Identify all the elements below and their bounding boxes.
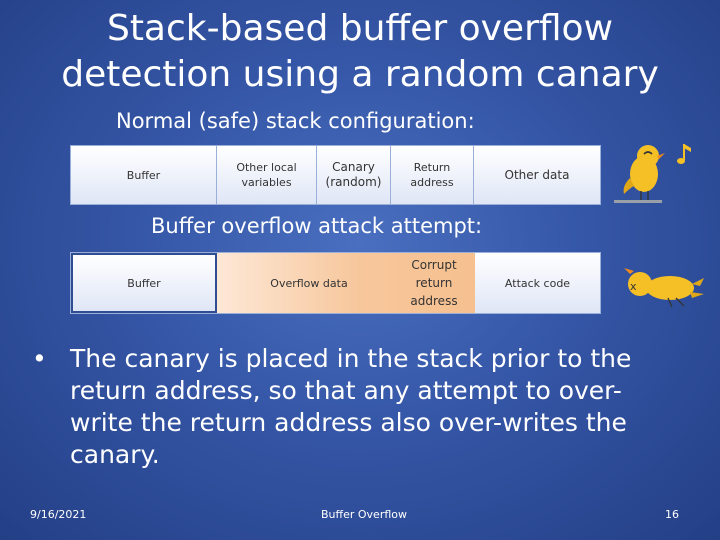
footer-page-number: 16 [665,508,679,521]
slide-title: Stack-based buffer overflow detection us… [0,6,720,98]
title-line-1: Stack-based buffer overflow [106,8,614,49]
attack-cell-overflow: Overflow data Corrupt return address [217,253,475,313]
safe-config-heading: Normal (safe) stack configuration: [116,109,475,133]
dead-canary-icon [624,268,704,308]
overflow-data-label: Overflow data [270,276,348,290]
attack-heading: Buffer overflow attack attempt: [151,214,483,238]
footer-date: 9/16/2021 [30,508,87,521]
title-line-2: detection using a random canary [61,54,659,95]
safe-cell-local-vars: Other local variables [217,146,317,204]
attack-cell-attack-code: Attack code [475,253,600,313]
canary-bird-icon [614,144,691,203]
music-note-icon [677,144,691,164]
bullet-dot-icon: • [32,344,47,373]
safe-cell-canary: Canary (random) [317,146,391,204]
attack-stack-row: Buffer Overflow data Corrupt return addr… [70,252,601,314]
safe-cell-buffer: Buffer [71,146,217,204]
safe-stack-row: Buffer Other local variables Canary (ran… [70,145,601,205]
attack-cell-buffer: Buffer [71,253,217,313]
bullet-point: • The canary is placed in the stack prio… [32,343,672,471]
bullet-text: The canary is placed in the stack prior … [70,344,632,469]
safe-cell-other-data: Other data [474,146,600,204]
safe-cell-return-address: Return address [391,146,474,204]
footer-title: Buffer Overflow [321,508,407,521]
corrupt-return-address-label: Corrupt return address [410,258,458,308]
dead-canary-x-mark: x [630,280,637,293]
